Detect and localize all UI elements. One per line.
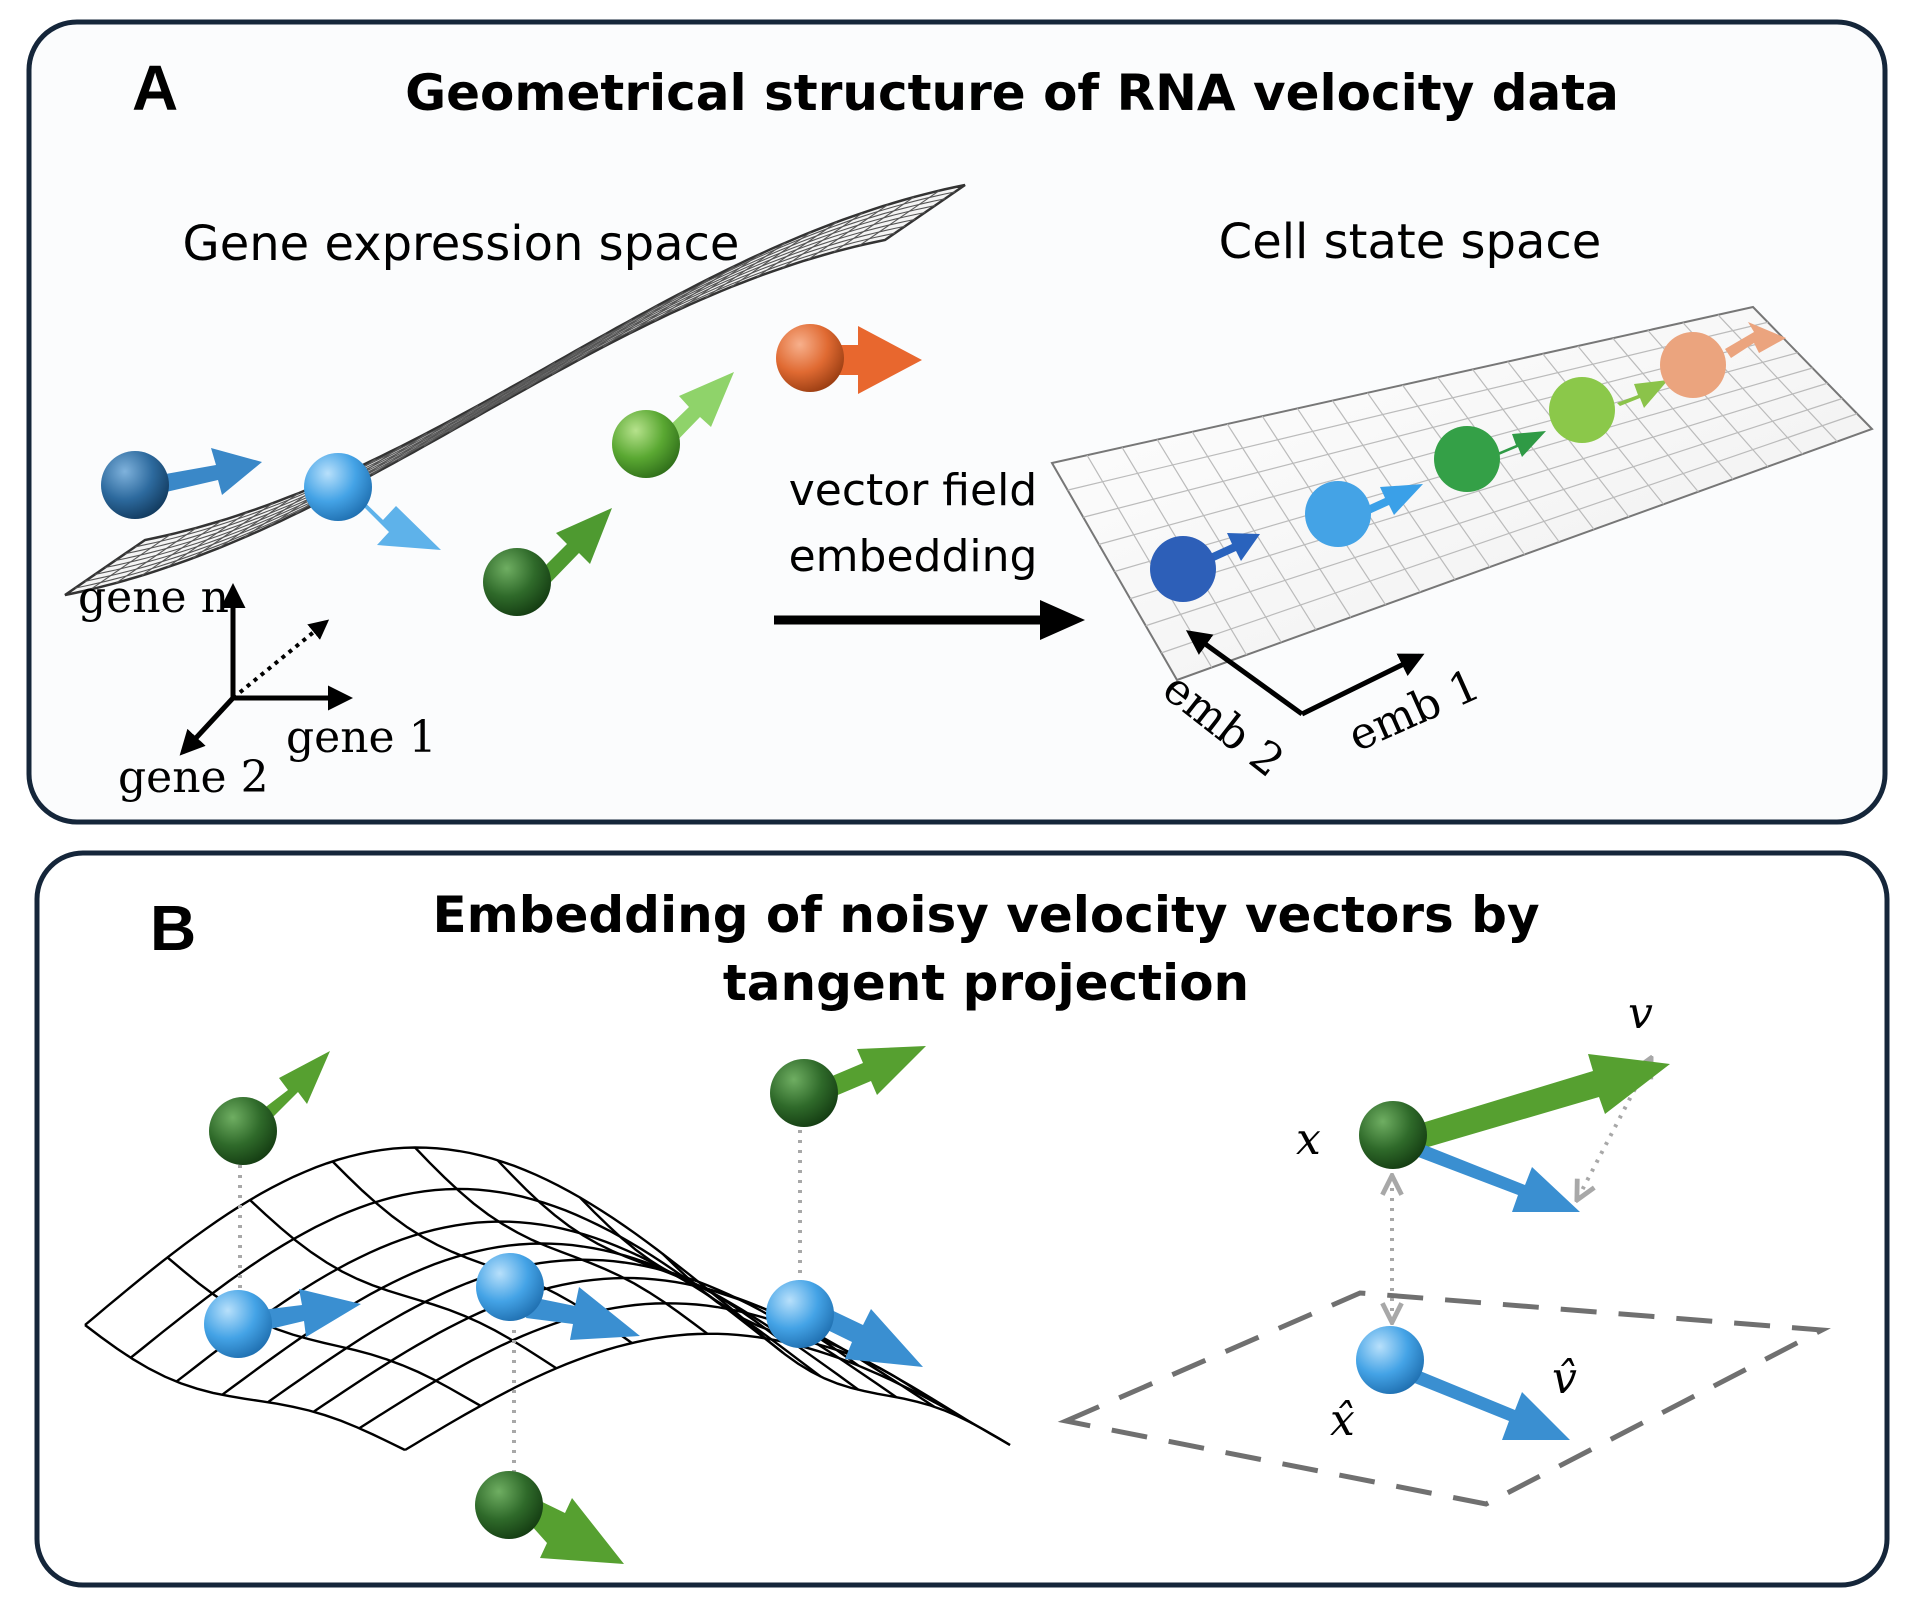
surface-cell-3	[483, 508, 612, 616]
surface-velocity-arrow-3	[536, 508, 612, 585]
panel-a-title: Geometrical structure of RNA velocity da…	[405, 64, 1619, 122]
vector-field-label: vector field	[789, 465, 1038, 516]
plane-velocity-arrow-4	[1617, 380, 1668, 408]
v-tangent-arrow	[1405, 1140, 1580, 1212]
embedding-arrow	[774, 600, 1085, 640]
gene-2-label: gene 2	[118, 752, 269, 803]
noisy-cell-2	[770, 1046, 926, 1127]
plane-cell-1	[1150, 533, 1260, 602]
tangent-plane	[1057, 1290, 1831, 1507]
x-cell	[1359, 1101, 1427, 1169]
gene-axes	[179, 583, 353, 756]
wavy-manifold-mesh	[84, 1146, 1011, 1452]
plane-velocity-arrow-2	[1363, 484, 1423, 515]
plane-velocity-arrow-3	[1497, 431, 1546, 457]
embedding-label: embedding	[789, 531, 1038, 582]
gene-expression-surface	[64, 183, 966, 597]
velocity-decomposition	[1356, 1054, 1670, 1440]
projected-velocity-arrow-1	[262, 1289, 361, 1337]
cell-state-space-title: Cell state space	[1219, 214, 1602, 270]
symbol-v: v	[1628, 988, 1653, 1039]
panel-b-title-line2: tangent projection	[723, 954, 1249, 1012]
gene-n-label: gene n	[78, 572, 229, 623]
emb-axes	[1185, 630, 1425, 717]
plane-cell-5	[1660, 322, 1786, 398]
noisy-velocity-arrow-3	[522, 1496, 624, 1564]
noisy-velocity-arrow-1	[254, 1051, 330, 1126]
x-hat-cell	[1356, 1326, 1424, 1394]
projected-velocity-arrow-2	[526, 1287, 640, 1340]
projection-lines	[238, 1130, 802, 1472]
surface-cell-2	[304, 453, 441, 550]
plane-velocity-arrow-1	[1210, 533, 1260, 561]
gene-expression-space-title: Gene expression space	[183, 216, 740, 272]
projected-velocity-arrow-3	[811, 1305, 923, 1367]
projected-cell-3	[766, 1280, 923, 1367]
plane-cell-3	[1434, 426, 1546, 492]
noisy-cell-1	[209, 1051, 330, 1165]
panel-b-frame	[34, 850, 1890, 1588]
surface-cell-4	[612, 372, 734, 478]
symbol-x: x	[1296, 1114, 1321, 1165]
noisy-velocity-arrow-2	[818, 1046, 926, 1100]
surface-velocity-arrow-5	[826, 326, 922, 394]
symbol-v-hat: v̂	[1552, 1353, 1577, 1404]
surface-velocity-arrow-1	[160, 448, 262, 495]
panel-b-title-line1: Embedding of noisy velocity vectors by	[432, 886, 1539, 944]
panel-a-frame	[26, 19, 1888, 825]
surface-velocity-arrow-2	[350, 488, 441, 550]
plane-cell-4	[1549, 377, 1668, 443]
projected-cell-1	[204, 1289, 361, 1358]
v-hat-arrow	[1402, 1366, 1570, 1440]
surface-velocity-arrow-4	[658, 372, 734, 448]
projected-cell-2	[476, 1253, 640, 1340]
plane-velocity-arrow-5	[1725, 322, 1786, 358]
symbol-x-hat: x̂	[1330, 1395, 1355, 1446]
surface-cell-5	[776, 324, 922, 394]
surface-cell-1	[101, 448, 262, 519]
panel-b-letter: B	[150, 892, 196, 964]
v-arrow	[1412, 1054, 1670, 1150]
noisy-cell-3	[475, 1471, 624, 1564]
gene-1-label: gene 1	[286, 712, 437, 763]
plane-cell-2	[1305, 481, 1423, 547]
panel-a-letter: A	[132, 52, 178, 124]
